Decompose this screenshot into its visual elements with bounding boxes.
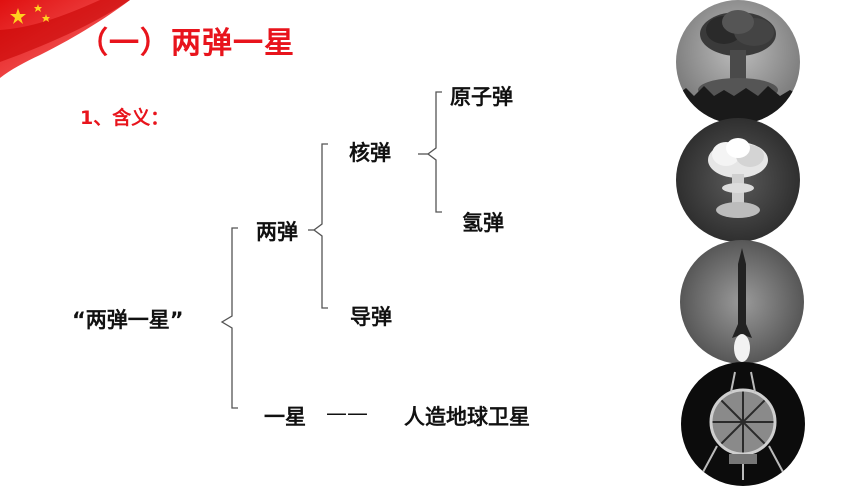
node-missile: 导弹 <box>350 305 392 329</box>
red-flag-decoration-icon <box>0 0 130 78</box>
satellite-photo-icon <box>681 362 805 486</box>
node-satellite: 人造地球卫星 <box>404 405 530 429</box>
bombs-bracket <box>312 143 328 309</box>
root-node: “两弹一星” <box>72 308 184 332</box>
root-bracket <box>220 227 238 409</box>
node-nuclear-bomb: 核弹 <box>349 141 391 165</box>
node-hydrogen-bomb: 氢弹 <box>462 211 504 235</box>
section-heading: 1、含义： <box>80 107 170 129</box>
page-title: （一）两弹一星 <box>78 26 295 61</box>
missile-launch-photo-icon <box>680 240 804 364</box>
dash-connector: —— <box>326 401 368 425</box>
node-one-star: 一星 <box>264 405 306 429</box>
nuclear-bracket <box>426 91 442 213</box>
node-atomic-bomb: 原子弹 <box>450 85 513 109</box>
hydrogen-explosion-photo-icon <box>676 118 800 242</box>
node-two-bombs: 两弹 <box>256 220 298 244</box>
mushroom-cloud-photo-icon <box>676 0 800 124</box>
